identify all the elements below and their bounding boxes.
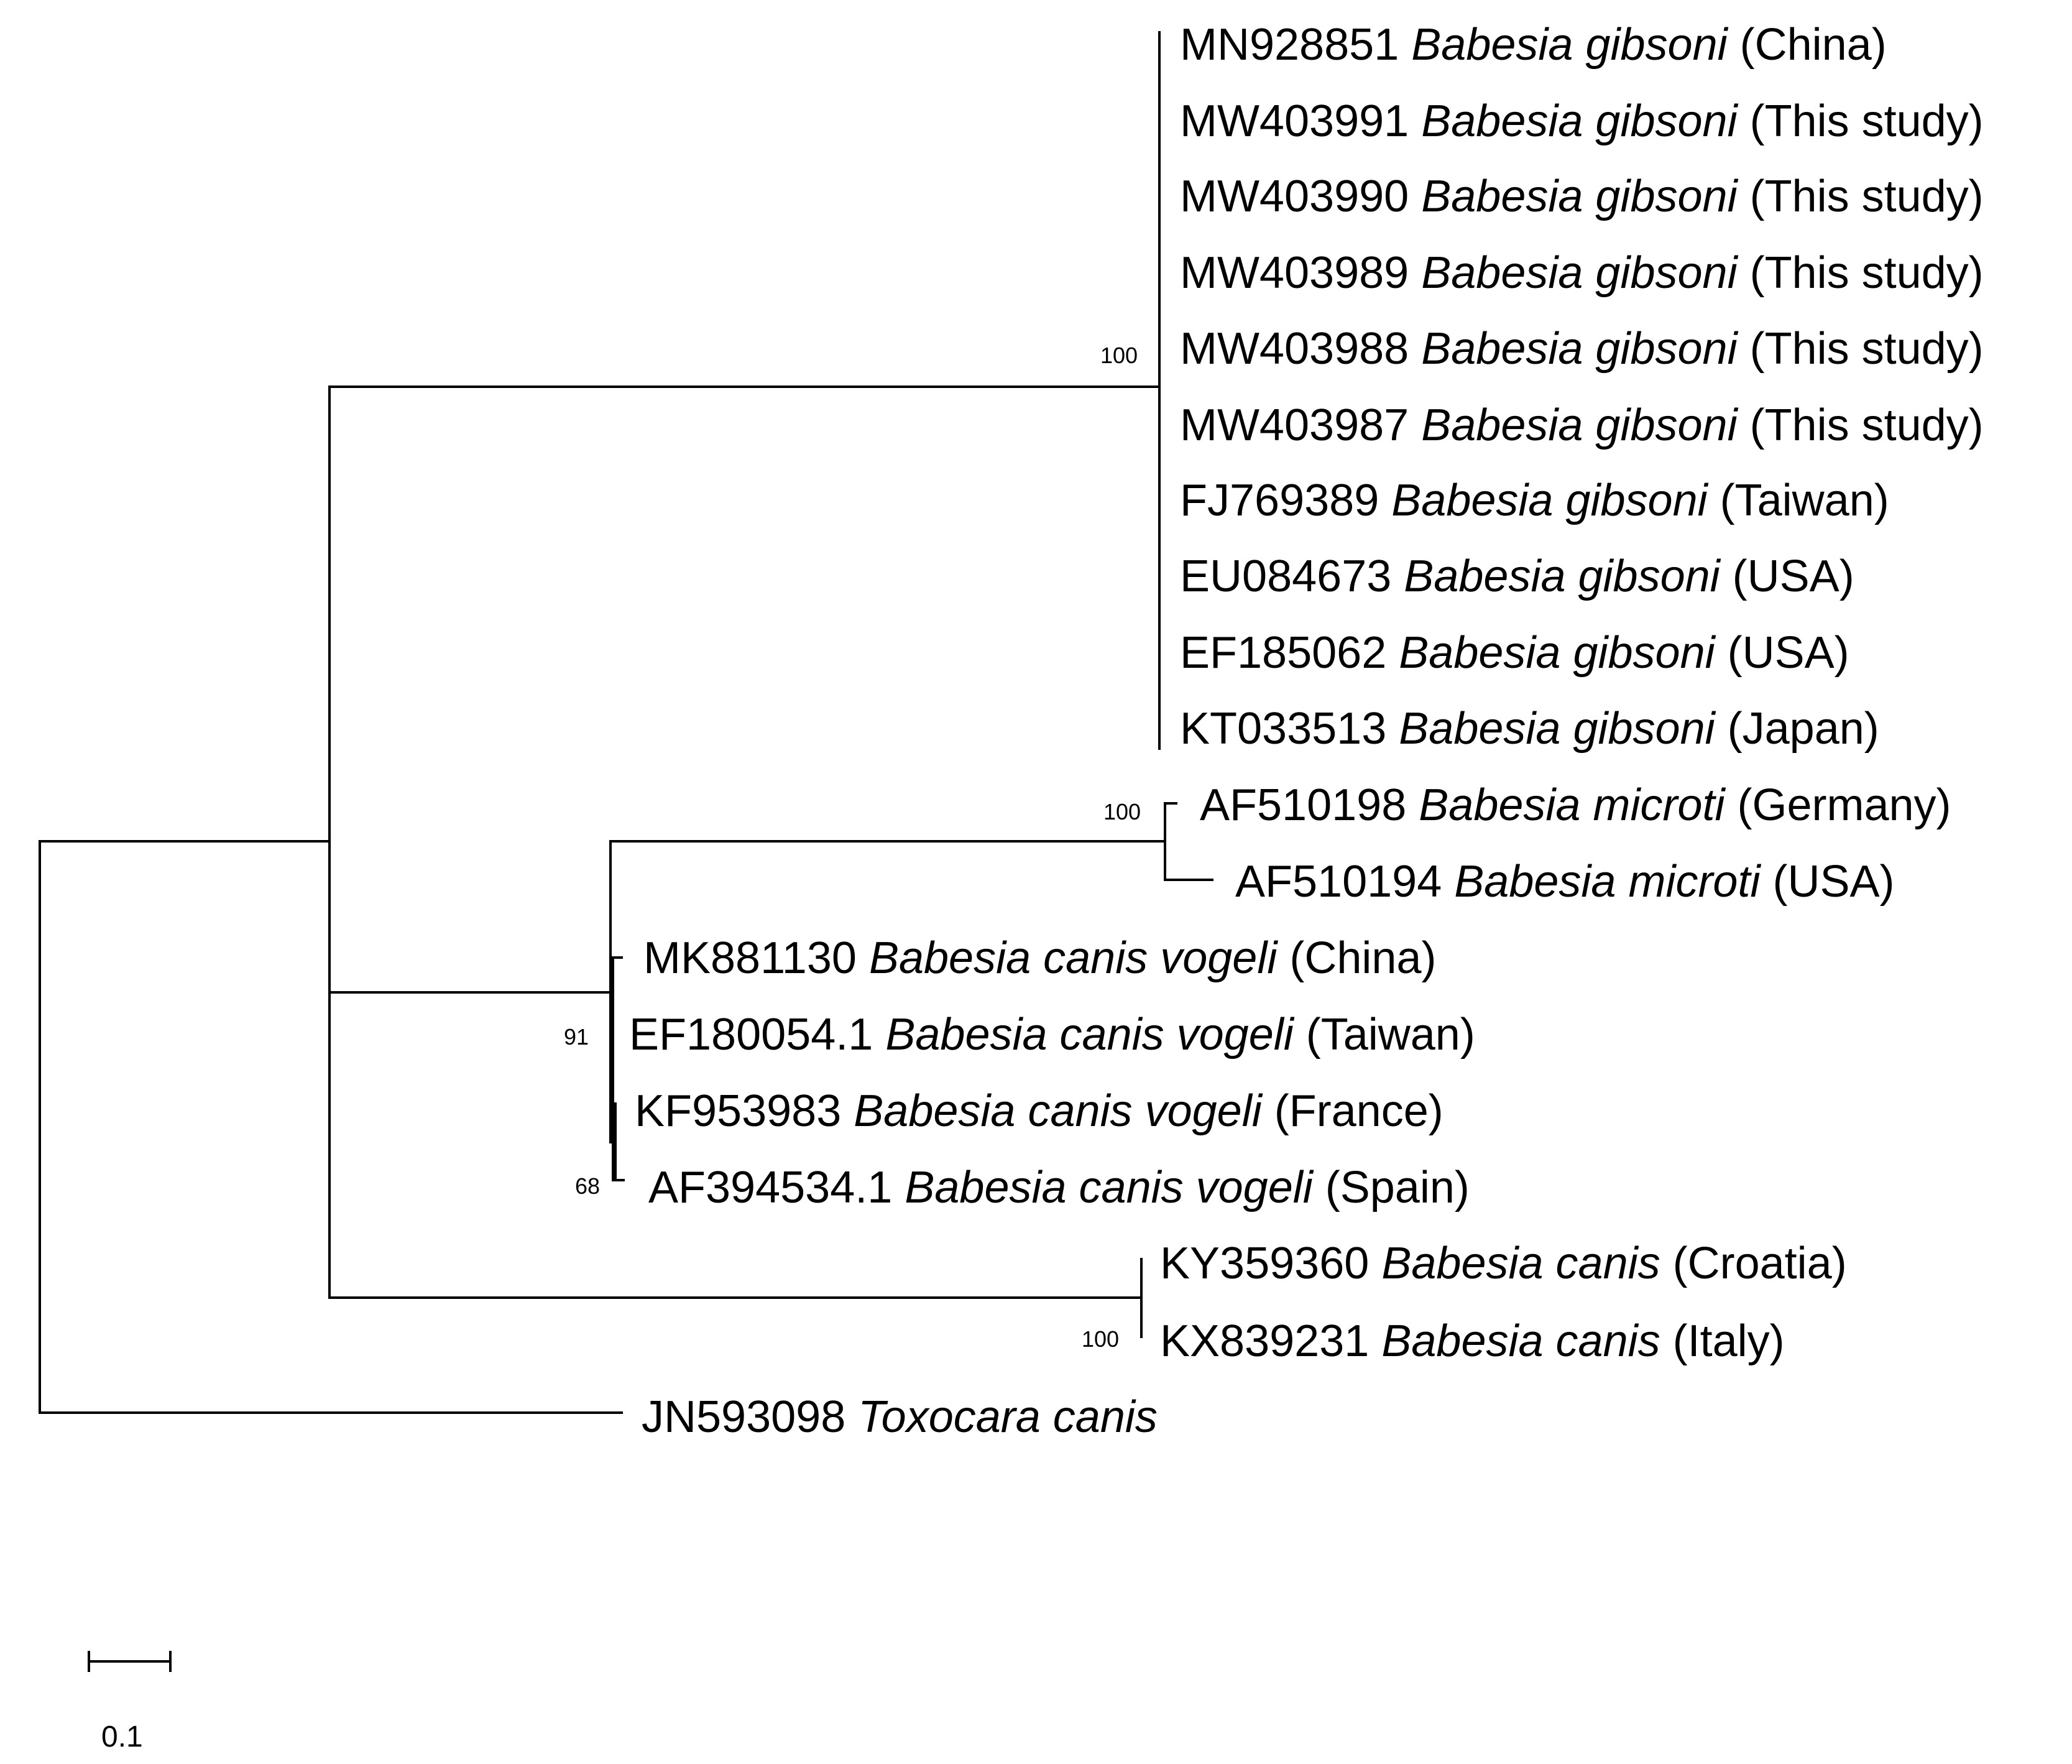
species: Babesia gibsoni: [1421, 324, 1738, 374]
accession: MW403987: [1180, 400, 1409, 450]
species: Babesia gibsoni: [1399, 704, 1716, 754]
accession: EF180054.1: [629, 1010, 873, 1060]
bootstrap-values: 100 100 91 68 100: [564, 343, 1141, 1352]
accession: KF953983: [635, 1086, 841, 1136]
origin: (Italy): [1673, 1316, 1785, 1366]
origin: (Taiwan): [1306, 1010, 1475, 1060]
origin: (This study): [1750, 324, 1984, 374]
origin: (Germany): [1737, 780, 1951, 830]
leaf-KF953983: KF953983 Babesia canis vogeli (France): [635, 1086, 1443, 1136]
leaf-MN928851: MN928851 Babesia gibsoni (China): [1180, 20, 1887, 70]
accession: FJ769389: [1180, 476, 1379, 525]
species: Babesia canis vogeli: [869, 933, 1278, 983]
accession: AF510198: [1200, 780, 1406, 830]
leaf-KY359360: KY359360 Babesia canis (Croatia): [1160, 1239, 1847, 1288]
bootstrap-canis: 100: [1082, 1326, 1119, 1352]
species: Babesia gibsoni: [1411, 20, 1728, 70]
origin: (China): [1740, 20, 1887, 70]
species: Babesia microti: [1454, 857, 1761, 907]
origin: (Spain): [1325, 1163, 1470, 1212]
origin: (China): [1289, 933, 1436, 983]
species: Babesia gibsoni: [1391, 476, 1708, 525]
leaf-AF510194: AF510194 Babesia microti (USA): [1235, 857, 1894, 907]
accession: AF394534.1: [648, 1163, 892, 1212]
species: Babesia canis: [1381, 1239, 1660, 1288]
accession: KY359360: [1160, 1239, 1369, 1288]
accession: KT033513: [1180, 704, 1386, 754]
species: Babesia gibsoni: [1399, 628, 1716, 678]
origin: (Japan): [1728, 704, 1879, 754]
leaf-FJ769389: FJ769389 Babesia gibsoni (Taiwan): [1180, 476, 1889, 525]
scale-bar-line: [88, 1651, 172, 1672]
species: Toxocara canis: [858, 1392, 1158, 1442]
accession: KX839231: [1160, 1316, 1369, 1366]
accession: EF185062: [1180, 628, 1386, 678]
leaf-MW403989: MW403989 Babesia gibsoni (This study): [1180, 248, 1984, 298]
leaf-KT033513: KT033513 Babesia gibsoni (Japan): [1180, 704, 1879, 754]
accession: MK881130: [643, 933, 857, 983]
accession: MN928851: [1180, 20, 1399, 70]
species: Babesia gibsoni: [1421, 248, 1738, 298]
leaf-EF185062: EF185062 Babesia gibsoni (USA): [1180, 628, 1849, 678]
leaf-AF510198: AF510198 Babesia microti (Germany): [1200, 780, 1951, 830]
scale-bar: 0.1: [88, 1651, 172, 1753]
origin: (This study): [1750, 172, 1984, 221]
leaf-EU084673: EU084673 Babesia gibsoni (USA): [1180, 552, 1854, 601]
leaf-AF394534: AF394534.1 Babesia canis vogeli (Spain): [648, 1163, 1470, 1212]
origin: (This study): [1750, 400, 1984, 450]
accession: MW403991: [1180, 96, 1409, 146]
bootstrap-vogeli: 91: [564, 1024, 589, 1050]
leaf-MW403990: MW403990 Babesia gibsoni (This study): [1180, 172, 1984, 221]
leaf-KX839231: KX839231 Babesia canis (Italy): [1160, 1316, 1785, 1366]
ingroup-node-branch: [328, 386, 1161, 1299]
tree-branches: [39, 31, 1213, 1414]
species: Babesia gibsoni: [1404, 552, 1721, 601]
species: Babesia microti: [1419, 780, 1726, 830]
species: Babesia gibsoni: [1421, 172, 1738, 221]
origin: (France): [1274, 1086, 1443, 1136]
bootstrap-gibsoni: 100: [1100, 343, 1138, 368]
accession: EU084673: [1180, 552, 1391, 601]
leaf-MW403987: MW403987 Babesia gibsoni (This study): [1180, 400, 1984, 450]
origin: (This study): [1750, 248, 1984, 298]
leaf-MW403991: MW403991 Babesia gibsoni (This study): [1180, 96, 1984, 146]
scale-bar-label: 0.1: [101, 1720, 143, 1753]
origin: (USA): [1772, 857, 1894, 907]
origin: (USA): [1728, 628, 1849, 678]
origin: (This study): [1750, 96, 1984, 146]
vogeli-subclade-branch: [614, 1102, 625, 1181]
species: Babesia gibsoni: [1421, 96, 1738, 146]
bootstrap-microti: 100: [1103, 799, 1141, 824]
species: Babesia canis: [1381, 1316, 1660, 1366]
accession: AF510194: [1235, 857, 1442, 907]
accession: MW403989: [1180, 248, 1409, 298]
leaf-MK881130: MK881130 Babesia canis vogeli (China): [643, 933, 1436, 983]
bootstrap-vogeli-subclade: 68: [575, 1173, 600, 1199]
root-branch: [39, 840, 623, 1414]
leaf-JN593098: JN593098 Toxocara canis: [642, 1392, 1158, 1442]
origin: (Croatia): [1673, 1239, 1847, 1288]
vogeli-clade-branch: [612, 956, 623, 1181]
species: Babesia canis vogeli: [885, 1010, 1294, 1060]
accession: MW403990: [1180, 172, 1409, 221]
accession: MW403988: [1180, 324, 1409, 374]
microti-clade-branch: [1164, 802, 1213, 881]
origin: (Taiwan): [1720, 476, 1889, 525]
leaf-labels: MN928851 Babesia gibsoni (China) MW40399…: [629, 20, 1984, 1442]
leaf-MW403988: MW403988 Babesia gibsoni (This study): [1180, 324, 1984, 374]
species: Babesia gibsoni: [1421, 400, 1738, 450]
accession: JN593098: [642, 1392, 845, 1442]
origin: (USA): [1733, 552, 1854, 601]
species: Babesia canis vogeli: [854, 1086, 1263, 1136]
species: Babesia canis vogeli: [905, 1163, 1314, 1212]
leaf-EF180054: EF180054.1 Babesia canis vogeli (Taiwan): [629, 1010, 1475, 1060]
